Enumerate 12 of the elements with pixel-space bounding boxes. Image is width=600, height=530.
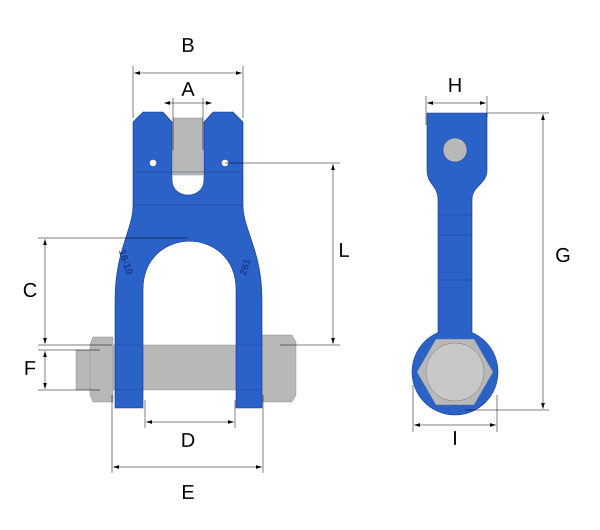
- engraved-marking: 261: [240, 260, 251, 276]
- dimension-label: C: [22, 282, 38, 298]
- dimension-label: I: [451, 430, 459, 446]
- dimension-label: H: [446, 77, 464, 93]
- dimension-label: E: [180, 484, 196, 500]
- dimension-label: D: [180, 432, 196, 448]
- engraved-marking: 16-10: [118, 250, 133, 274]
- dimension-label: L: [337, 242, 351, 258]
- dimension-label: A: [180, 81, 196, 97]
- dimension-label: G: [554, 246, 572, 264]
- dimension-label: F: [22, 360, 38, 376]
- dimension-label: B: [180, 37, 196, 53]
